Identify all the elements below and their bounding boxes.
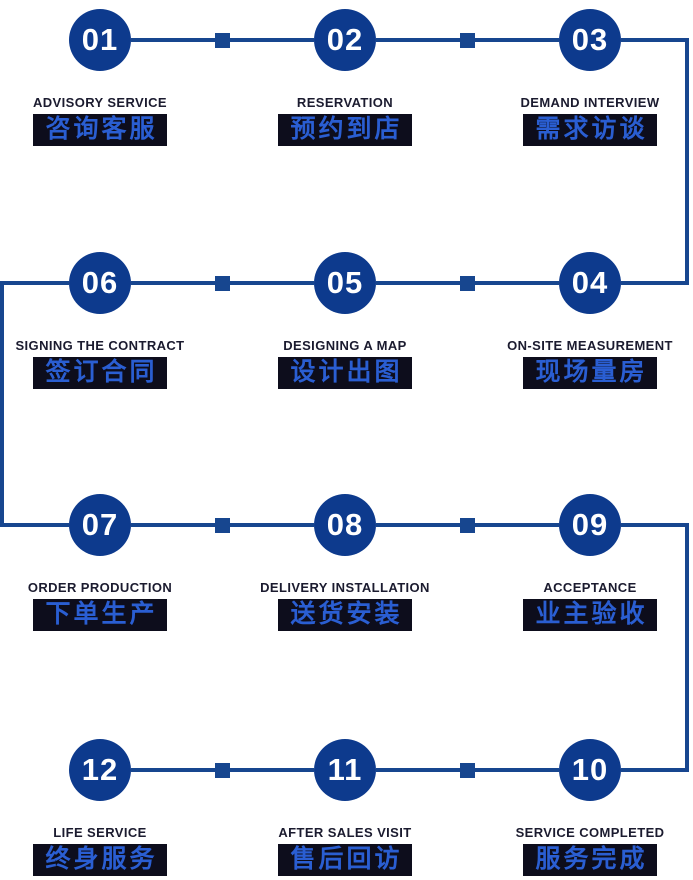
step-number-circle: 02 [314, 9, 376, 71]
connector-square [460, 763, 475, 778]
step-label-zh: 签订合同 [33, 357, 167, 389]
step-number-circle: 07 [69, 494, 131, 556]
step-label-zh: 预约到店 [278, 114, 412, 146]
connector-line-horizontal [621, 38, 689, 42]
step-number-circle: 12 [69, 739, 131, 801]
step-label-en: ORDER PRODUCTION [27, 580, 173, 595]
step-label-en: DEMAND INTERVIEW [520, 95, 660, 110]
step-number: 05 [326, 265, 364, 300]
step-number-circle: 10 [559, 739, 621, 801]
step-label-en: DESIGNING A MAP [283, 338, 407, 353]
step-label-zh: 售后回访 [278, 844, 412, 876]
process-step: 03 DEMAND INTERVIEW 需求访谈 [480, 9, 693, 146]
step-label-en: SIGNING THE CONTRACT [15, 338, 185, 353]
step-number-circle: 01 [69, 9, 131, 71]
step-label-zh: 需求访谈 [523, 114, 657, 146]
process-step: 07 ORDER PRODUCTION 下单生产 [0, 494, 210, 631]
step-number: 04 [571, 265, 609, 300]
step-label-zh: 业主验收 [523, 599, 657, 631]
step-number: 03 [571, 22, 609, 57]
step-number-circle: 09 [559, 494, 621, 556]
step-label-zh: 终身服务 [33, 844, 167, 876]
step-label-zh: 现场量房 [523, 357, 657, 389]
connector-square [215, 276, 230, 291]
step-label-en: DELIVERY INSTALLATION [260, 580, 430, 595]
step-label-zh: 咨询客服 [33, 114, 167, 146]
step-number: 08 [326, 507, 364, 542]
step-number: 06 [81, 265, 119, 300]
connector-line-horizontal [0, 523, 69, 527]
step-number-circle: 06 [69, 252, 131, 314]
process-step: 01 ADVISORY SERVICE 咨询客服 [0, 9, 210, 146]
connector-square [460, 518, 475, 533]
step-label-zh: 服务完成 [523, 844, 657, 876]
step-number: 11 [327, 752, 363, 787]
connector-line-horizontal [621, 523, 689, 527]
process-step: 02 RESERVATION 预约到店 [235, 9, 455, 146]
step-label-en: RESERVATION [296, 95, 394, 110]
connector-line-vertical [685, 38, 689, 285]
step-label-zh: 送货安装 [278, 599, 412, 631]
step-number: 09 [571, 507, 609, 542]
process-step: 05 DESIGNING A MAP 设计出图 [235, 252, 455, 389]
connector-line-horizontal [621, 281, 689, 285]
step-label-en: AFTER SALES VISIT [278, 825, 412, 840]
step-number-circle: 05 [314, 252, 376, 314]
step-label-en: ACCEPTANCE [543, 580, 637, 595]
step-label-en: SERVICE COMPLETED [515, 825, 665, 840]
connector-square [215, 33, 230, 48]
step-number: 10 [571, 752, 609, 787]
connector-line-vertical [0, 281, 4, 527]
process-step: 11 AFTER SALES VISIT 售后回访 [235, 739, 455, 876]
step-label-zh: 设计出图 [278, 357, 412, 389]
process-step: 06 SIGNING THE CONTRACT 签订合同 [0, 252, 210, 389]
step-label-zh: 下单生产 [33, 599, 167, 631]
connector-line-vertical [685, 523, 689, 772]
step-label-en: ON-SITE MEASUREMENT [507, 338, 673, 353]
step-number: 12 [81, 752, 119, 787]
step-number: 07 [81, 507, 119, 542]
step-label-en: ADVISORY SERVICE [32, 95, 168, 110]
connector-line-horizontal [621, 768, 689, 772]
step-number-circle: 11 [314, 739, 376, 801]
connector-square [215, 763, 230, 778]
connector-square [460, 276, 475, 291]
process-step: 10 SERVICE COMPLETED 服务完成 [480, 739, 693, 876]
step-number: 01 [81, 22, 119, 57]
process-step: 04 ON-SITE MEASUREMENT 现场量房 [480, 252, 693, 389]
step-number-circle: 04 [559, 252, 621, 314]
step-number: 02 [326, 22, 364, 57]
step-number-circle: 03 [559, 9, 621, 71]
process-step: 08 DELIVERY INSTALLATION 送货安装 [235, 494, 455, 631]
step-number-circle: 08 [314, 494, 376, 556]
process-step: 12 LIFE SERVICE 终身服务 [0, 739, 210, 876]
process-step: 09 ACCEPTANCE 业主验收 [480, 494, 693, 631]
connector-square [460, 33, 475, 48]
connector-line-horizontal [0, 281, 69, 285]
step-label-en: LIFE SERVICE [53, 825, 147, 840]
connector-square [215, 518, 230, 533]
